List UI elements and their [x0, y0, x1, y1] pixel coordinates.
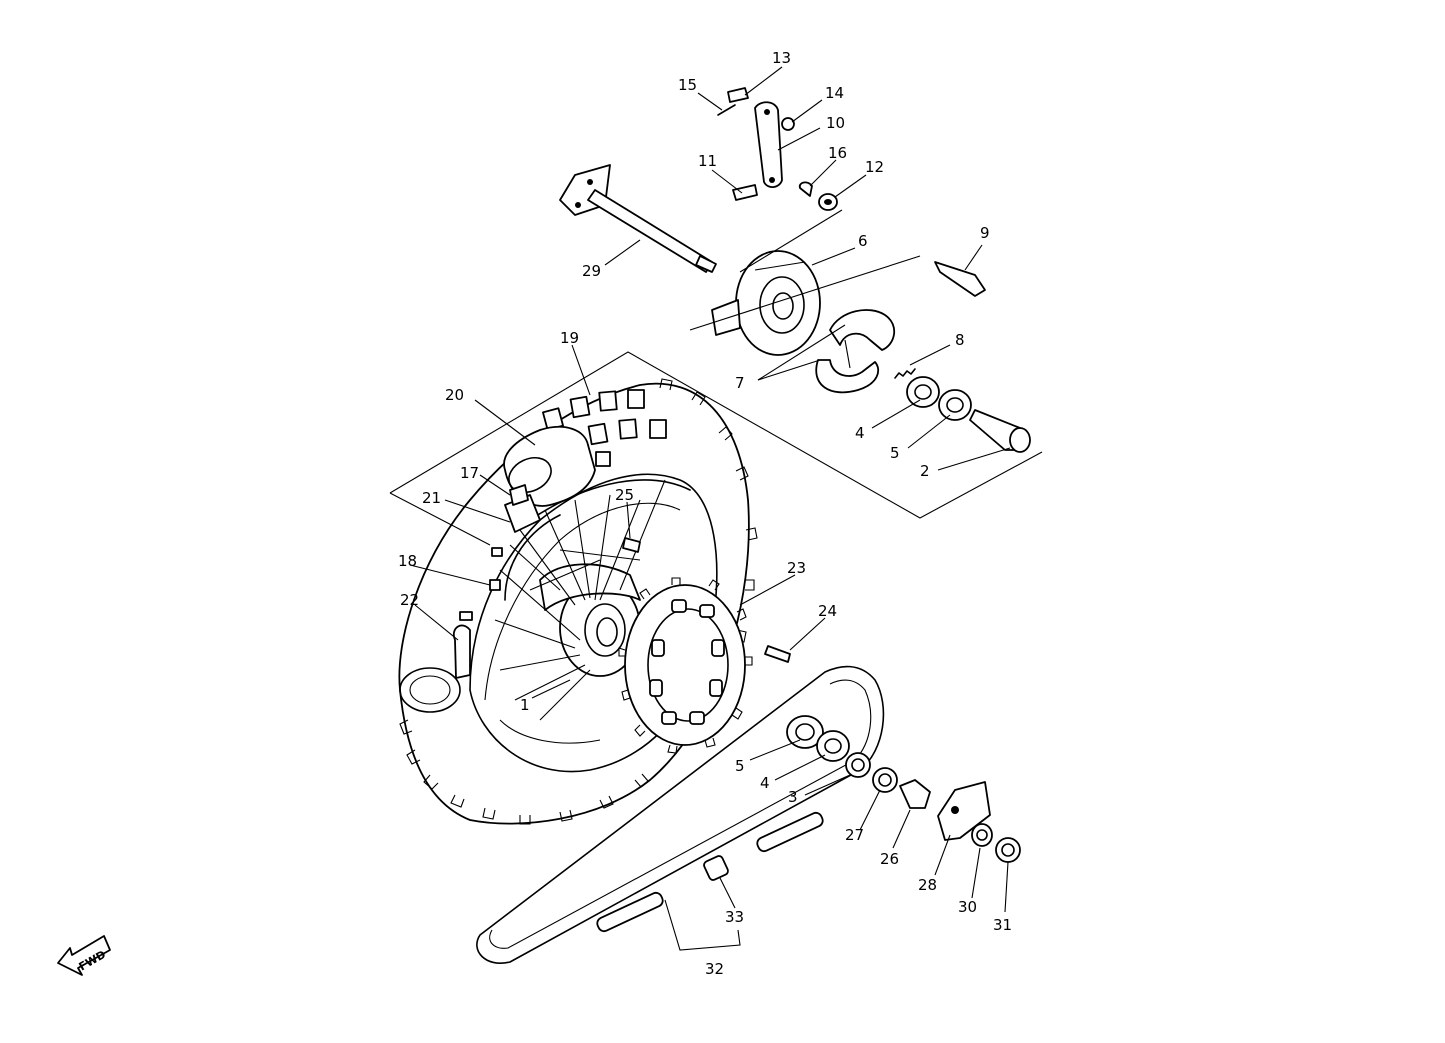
label-19: 19 [560, 329, 579, 347]
brake-panel [711, 250, 821, 356]
label-15: 15 [678, 76, 697, 94]
label-30: 30 [958, 898, 977, 916]
label-4b: 4 [760, 774, 770, 792]
label-21: 21 [422, 489, 441, 507]
label-32: 32 [705, 960, 724, 978]
label-23: 23 [787, 559, 806, 577]
label-4a: 4 [855, 424, 865, 442]
label-3: 3 [788, 788, 798, 806]
label-20: 20 [445, 386, 464, 404]
rim-lock-left [399, 624, 471, 713]
label-1: 1 [520, 696, 530, 714]
chain [476, 665, 885, 964]
label-12: 12 [865, 158, 884, 176]
label-25: 25 [615, 486, 634, 504]
label-2: 2 [920, 462, 930, 480]
part-labels: 13 15 14 10 11 16 12 29 6 9 8 7 19 20 4 … [398, 49, 1012, 978]
label-26: 26 [880, 850, 899, 868]
label-5a: 5 [890, 444, 900, 462]
label-6: 6 [858, 232, 868, 250]
label-18: 18 [398, 552, 417, 570]
fwd-arrow-icon: FWD [57, 935, 111, 976]
rim-lock [504, 484, 541, 533]
label-29: 29 [582, 262, 601, 280]
label-17: 17 [460, 464, 479, 482]
label-9: 9 [980, 224, 990, 242]
label-22: 22 [400, 591, 419, 609]
label-16: 16 [828, 144, 847, 162]
label-14: 14 [825, 84, 844, 102]
sprocket [618, 577, 753, 754]
label-13: 13 [772, 49, 791, 67]
label-7: 7 [735, 374, 745, 392]
brake-cam-shaft [934, 261, 986, 297]
label-31: 31 [993, 916, 1012, 934]
bolts [459, 537, 791, 663]
label-28: 28 [918, 876, 937, 894]
brake-shoes [815, 309, 895, 394]
axle [559, 164, 717, 273]
bearings-left [786, 715, 1021, 863]
label-27: 27 [845, 826, 864, 844]
label-33: 33 [725, 908, 744, 926]
label-10: 10 [826, 114, 845, 132]
label-8: 8 [955, 331, 965, 349]
bearings-right [906, 376, 1031, 453]
label-11: 11 [698, 152, 717, 170]
wheel-rim-and-hub [494, 479, 691, 721]
label-24: 24 [818, 602, 837, 620]
label-5b: 5 [735, 757, 745, 775]
group-brackets [389, 209, 1043, 951]
return-spring [894, 368, 916, 379]
brake-cam-lever [717, 87, 838, 211]
leader-lines [409, 66, 1011, 913]
